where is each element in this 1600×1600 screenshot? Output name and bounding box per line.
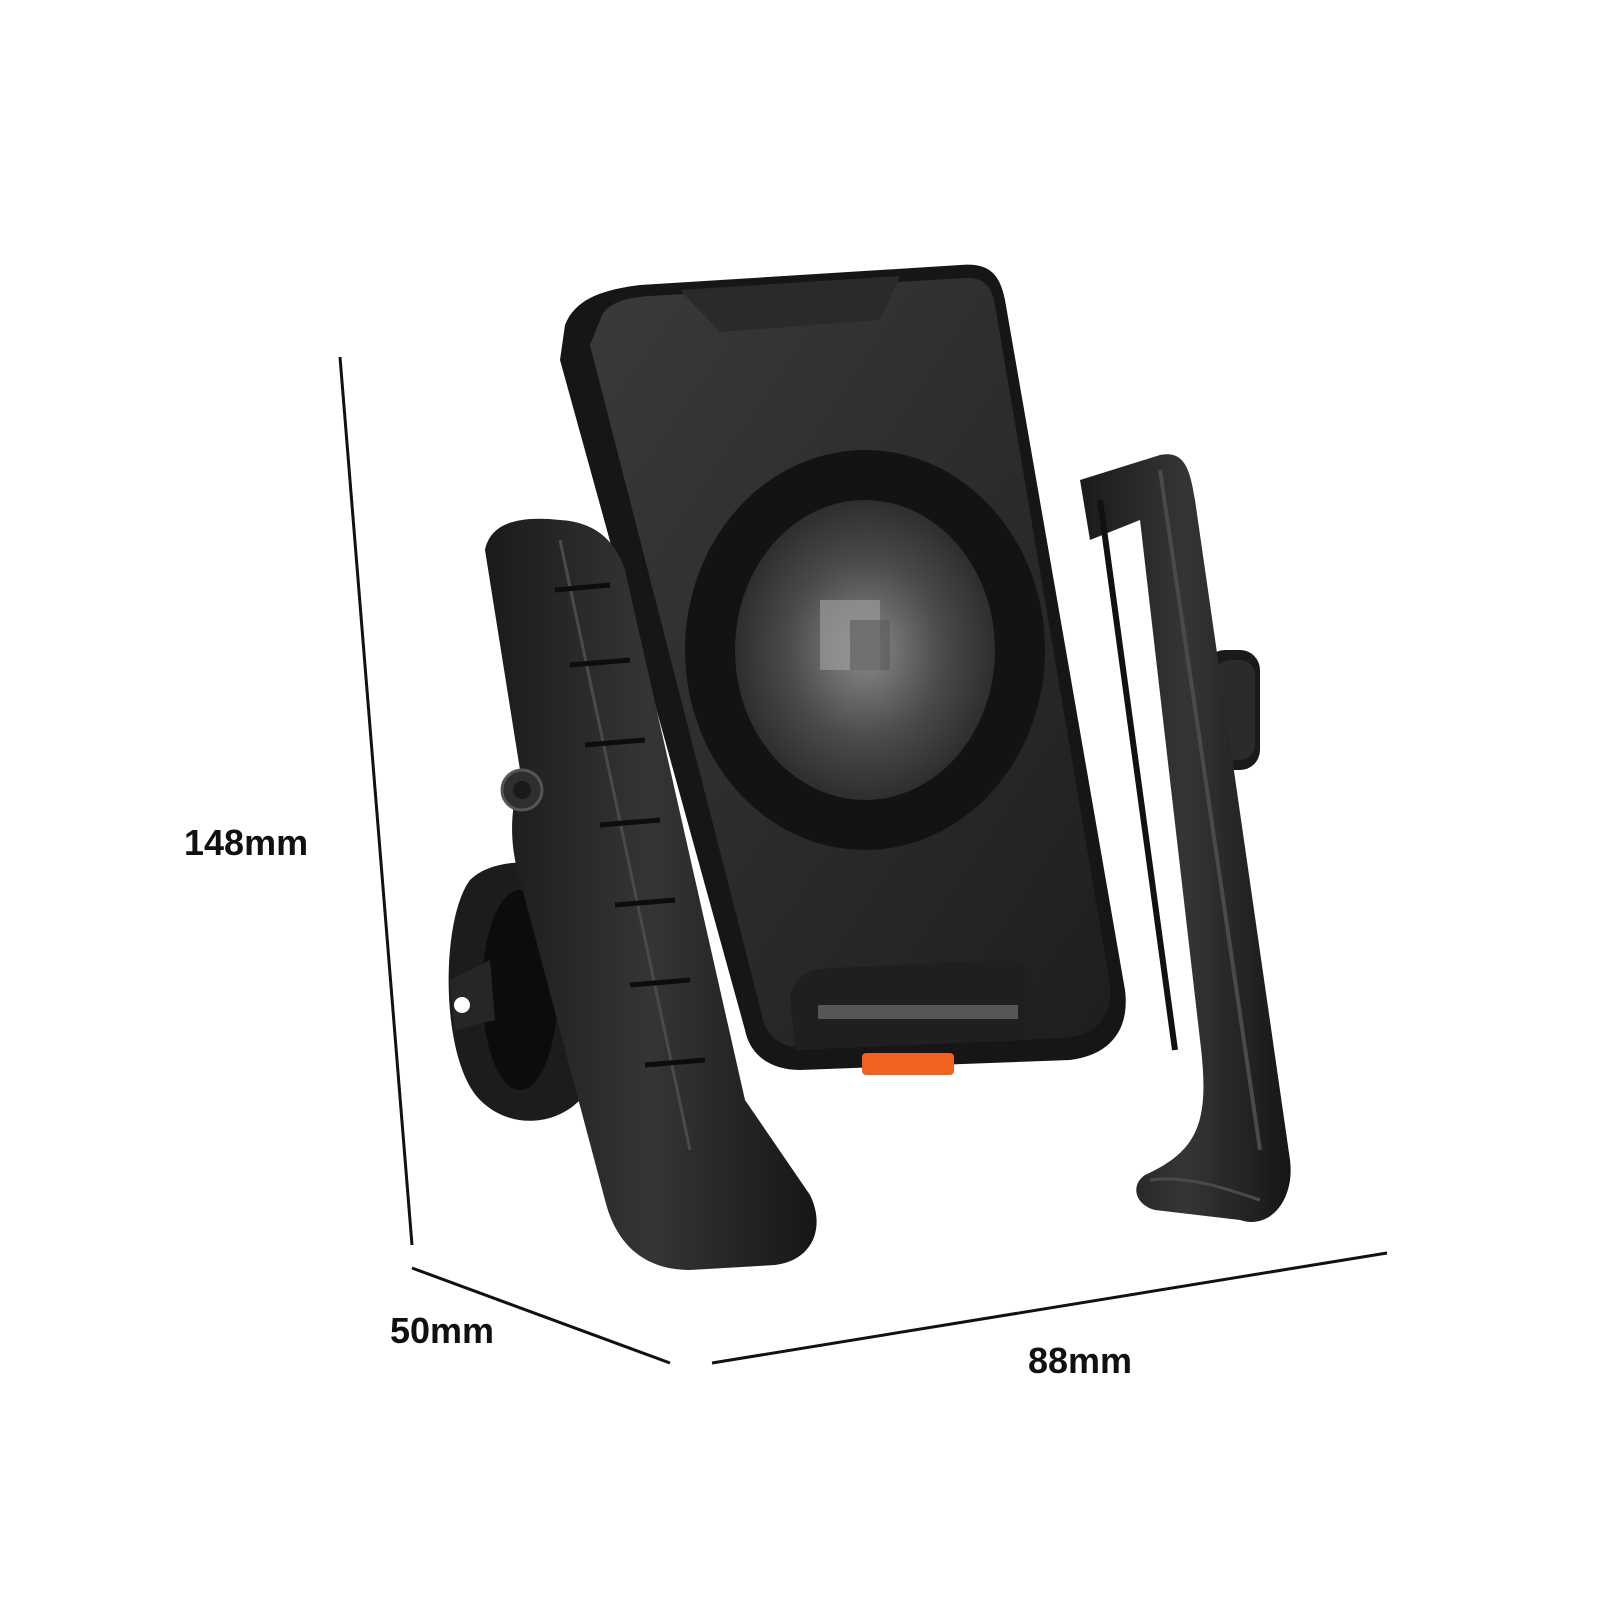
depth-dimension-line: [411, 1266, 671, 1365]
height-dimension-line: [338, 356, 414, 1246]
depth-dimension-label: 50mm: [390, 1310, 495, 1351]
clamp-hole-icon: [454, 997, 470, 1013]
release-button: [862, 1053, 954, 1075]
right-grip-arm: [1080, 454, 1291, 1222]
width-dimension-label: 88mm: [1028, 1340, 1133, 1381]
charging-pad: [560, 264, 1126, 1075]
height-dimension-label: 148mm: [184, 822, 309, 863]
width-dimension-line: [711, 1251, 1388, 1365]
dimension-lines: [338, 356, 1388, 1365]
blurred-brand-text: [818, 1005, 1018, 1019]
left-grip-arm: [485, 518, 817, 1270]
